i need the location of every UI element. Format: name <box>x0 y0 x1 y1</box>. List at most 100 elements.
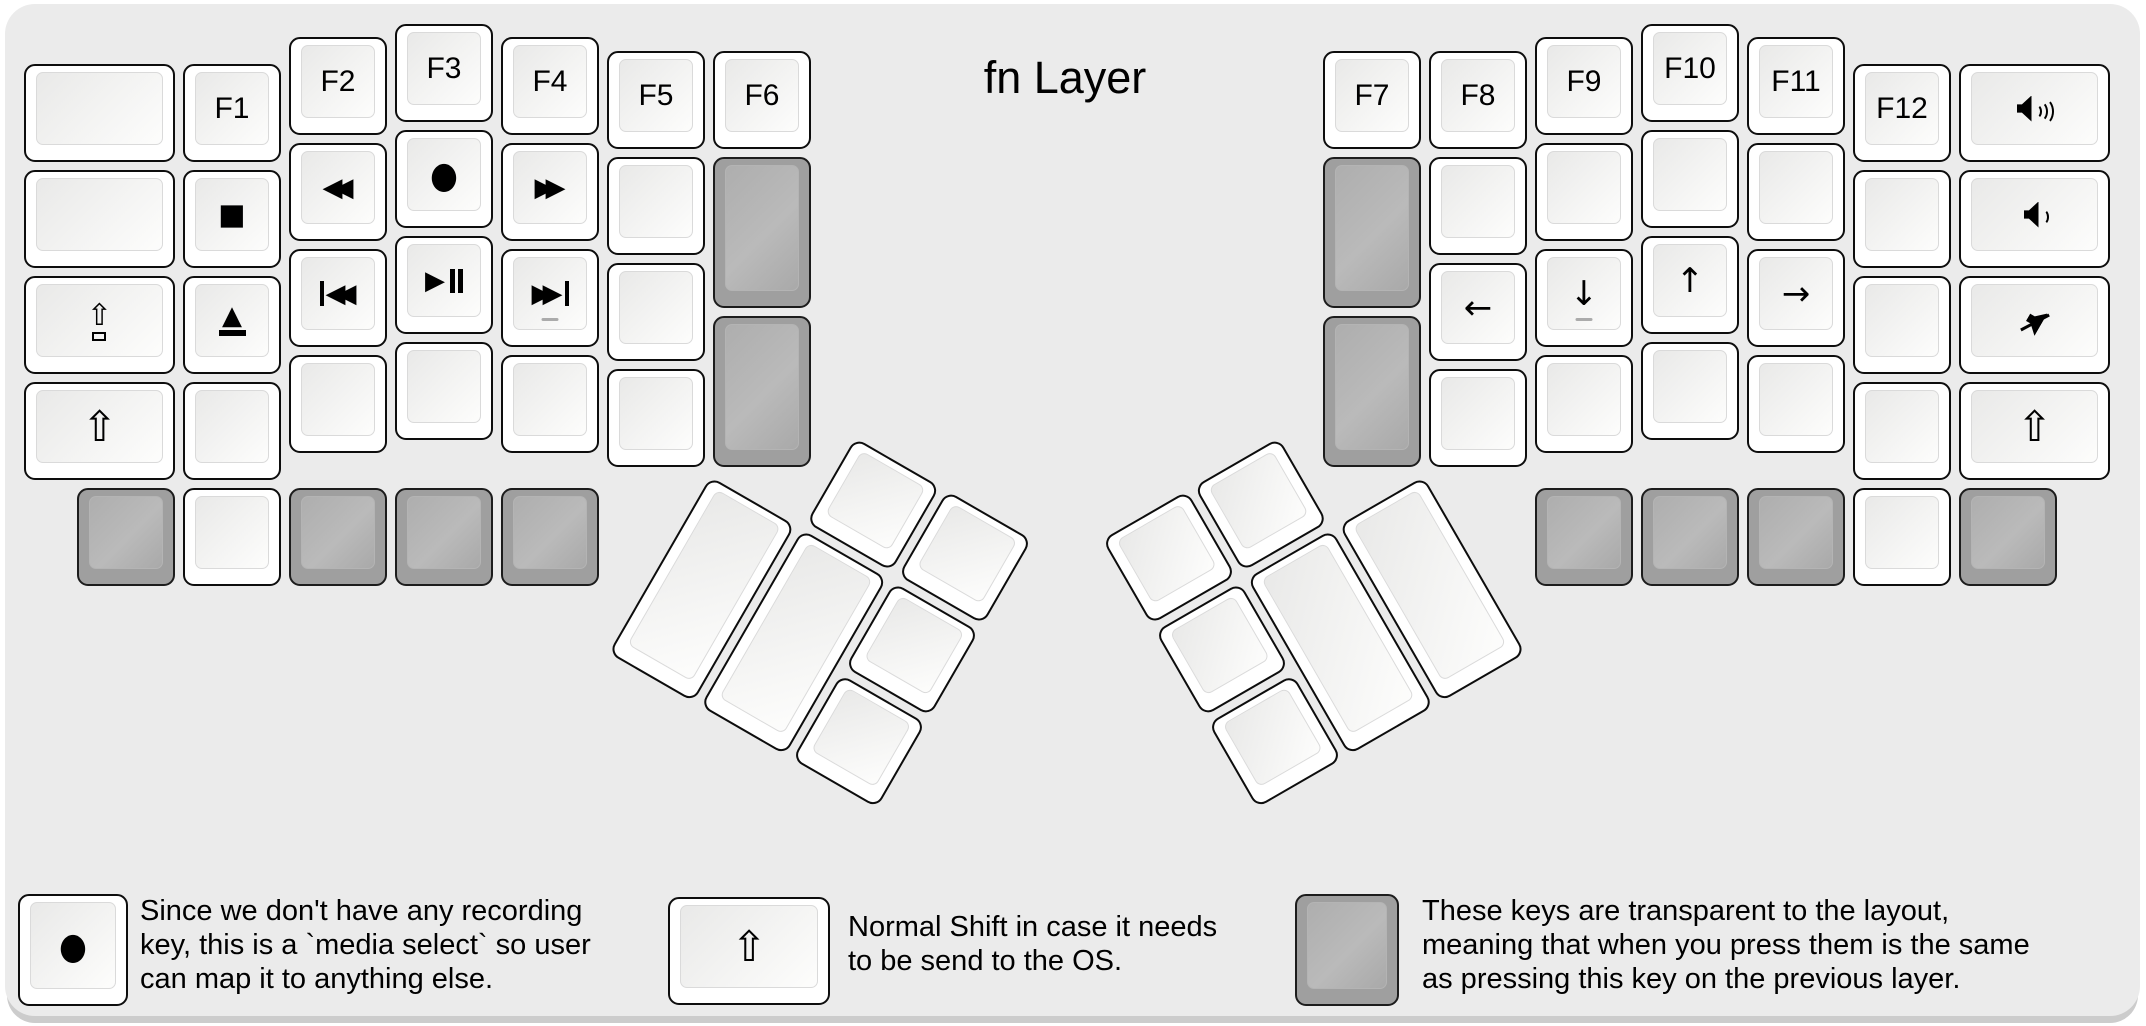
keycap-top <box>1168 594 1270 696</box>
key-f1[interactable]: F1 <box>183 64 281 162</box>
key-volume-down[interactable] <box>1959 170 2110 268</box>
stop-icon: ■ <box>218 197 246 231</box>
key-caps-shift[interactable]: ⇧ <box>24 276 175 374</box>
key-f10[interactable]: F10 <box>1641 24 1739 122</box>
key-transparent[interactable] <box>395 488 493 586</box>
key-blank[interactable] <box>607 263 705 361</box>
caps-shift-icon: ⇧ <box>87 300 112 341</box>
key-blank[interactable] <box>607 157 705 255</box>
legend-text-transparent: These keys are transparent to the layout… <box>1422 894 2030 996</box>
keycap-top <box>407 350 481 423</box>
key-blank[interactable] <box>1641 342 1739 440</box>
key-rewind[interactable]: ◀◀ <box>289 143 387 241</box>
key-transparent[interactable] <box>1535 488 1633 586</box>
key-blank[interactable] <box>1429 369 1527 467</box>
keycap-top: ● <box>30 902 116 989</box>
key-shift-left[interactable]: ⇧ <box>24 382 175 480</box>
key-transparent[interactable] <box>1323 157 1421 308</box>
legend-line: These keys are transparent to the layout… <box>1422 895 1950 927</box>
keycap-top <box>1971 178 2098 251</box>
key-f5[interactable]: F5 <box>607 51 705 149</box>
key-transparent[interactable] <box>713 316 811 467</box>
keycap-top: ■ <box>195 178 269 251</box>
key-transparent[interactable] <box>501 488 599 586</box>
key-blank[interactable] <box>1535 355 1633 453</box>
play-pause-icon: ▶ <box>425 268 463 294</box>
keycap-top <box>1759 363 1833 436</box>
legend-text-record: Since we don't have any recording key, t… <box>140 894 591 996</box>
key-blank[interactable] <box>24 170 175 268</box>
key-eject[interactable]: ▲ <box>183 276 281 374</box>
key-blank[interactable] <box>289 355 387 453</box>
key-play-pause[interactable]: ▶ <box>395 236 493 334</box>
arrow-left-icon: ← <box>1463 287 1493 328</box>
key-blank[interactable] <box>183 382 281 480</box>
key-transparent[interactable] <box>1747 488 1845 586</box>
key-label: F1 <box>214 91 250 125</box>
key-f9[interactable]: F9 <box>1535 37 1633 135</box>
key-transparent[interactable] <box>713 157 811 308</box>
key-next-track[interactable]: ▶▶ <box>501 249 599 347</box>
keycap-top <box>1547 363 1621 436</box>
key-mute[interactable] <box>1959 276 2110 374</box>
key-blank[interactable] <box>607 369 705 467</box>
key-blank[interactable] <box>183 488 281 586</box>
keycap-top <box>1207 450 1309 551</box>
key-blank[interactable] <box>24 64 175 162</box>
legend-line: meaning that when you press them is the … <box>1422 929 2030 961</box>
keycap-top <box>1653 138 1727 211</box>
keycap-top <box>36 178 163 251</box>
key-blank[interactable] <box>1853 382 1951 480</box>
record-icon: ● <box>59 923 87 968</box>
keycap-top: ◀◀ <box>301 151 375 224</box>
keycap-top <box>36 72 163 145</box>
key-blank[interactable] <box>1747 355 1845 453</box>
key-blank[interactable] <box>1747 143 1845 241</box>
key-transparent[interactable] <box>1959 488 2057 586</box>
key-f6[interactable]: F6 <box>713 51 811 149</box>
homing-bar-icon <box>541 318 559 321</box>
key-fast-forward[interactable]: ▶▶ <box>501 143 599 241</box>
fast-forward-icon: ▶▶ <box>534 172 566 203</box>
key-blank[interactable] <box>1535 143 1633 241</box>
legend-line: to be send to the OS. <box>848 945 1123 977</box>
keycap-top: F3 <box>407 32 481 105</box>
key-f11[interactable]: F11 <box>1747 37 1845 135</box>
key-arrow-down[interactable]: ↓ <box>1535 249 1633 347</box>
keycap-top <box>1335 165 1409 291</box>
key-blank[interactable] <box>1853 170 1951 268</box>
key-blank[interactable] <box>395 342 493 440</box>
keycap-top: F9 <box>1547 45 1621 118</box>
key-blank[interactable] <box>501 355 599 453</box>
key-blank[interactable] <box>1429 157 1527 255</box>
key-blank[interactable] <box>1853 276 1951 374</box>
key-f8[interactable]: F8 <box>1429 51 1527 149</box>
mute-icon <box>2017 305 2053 337</box>
key-transparent[interactable] <box>289 488 387 586</box>
key-volume-up[interactable] <box>1959 64 2110 162</box>
key-blank[interactable] <box>1853 488 1951 586</box>
key-stop[interactable]: ■ <box>183 170 281 268</box>
keycap-top: ▲ <box>195 284 269 357</box>
keycap-top <box>1441 377 1515 450</box>
key-previous-track[interactable]: ◀◀ <box>289 249 387 347</box>
key-f12[interactable]: F12 <box>1853 64 1951 162</box>
keycap-top: F4 <box>513 45 587 118</box>
key-transparent[interactable] <box>1641 488 1739 586</box>
key-arrow-up[interactable]: ↑ <box>1641 236 1739 334</box>
keycap-top <box>1115 503 1217 604</box>
key-arrow-left[interactable]: ← <box>1429 263 1527 361</box>
key-transparent[interactable] <box>1323 316 1421 467</box>
key-f4[interactable]: F4 <box>501 37 599 135</box>
key-blank[interactable] <box>1641 130 1739 228</box>
key-record[interactable]: ● <box>395 130 493 228</box>
previous-track-icon: ◀◀ <box>319 281 357 307</box>
key-f2[interactable]: F2 <box>289 37 387 135</box>
key-f3[interactable]: F3 <box>395 24 493 122</box>
key-transparent[interactable] <box>77 488 175 586</box>
key-f7[interactable]: F7 <box>1323 51 1421 149</box>
key-shift-right[interactable]: ⇧ <box>1959 382 2110 480</box>
key-arrow-right[interactable]: → <box>1747 249 1845 347</box>
legend-line: Normal Shift in case it needs <box>848 911 1218 943</box>
eject-icon: ▲ <box>218 303 246 337</box>
